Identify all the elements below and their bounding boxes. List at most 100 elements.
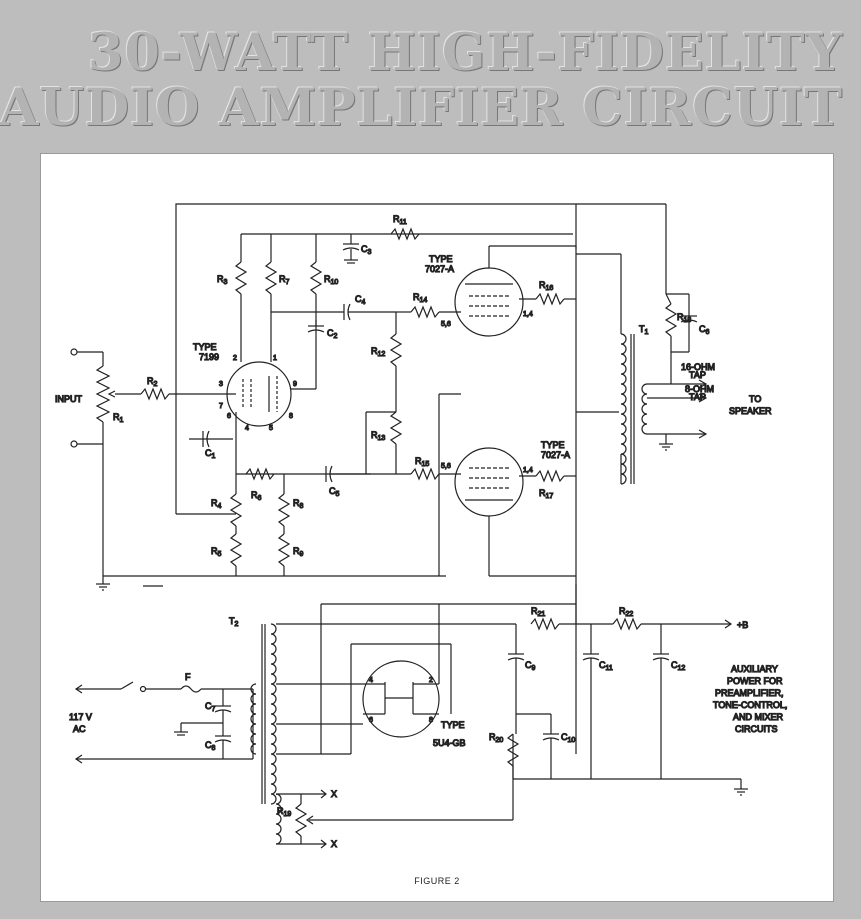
wire	[207, 431, 209, 447]
label-7027a-top: 7027-A	[425, 264, 454, 274]
label-r2: R2	[147, 376, 158, 388]
resistor-r15	[411, 469, 439, 479]
label-8-ohm-tap: TAP	[689, 392, 706, 402]
wire	[699, 394, 706, 402]
label-type-7199: TYPE	[193, 342, 217, 352]
label-t1: T1	[639, 324, 649, 336]
wire	[699, 430, 706, 438]
label-5u4gb: 5U4-GB	[433, 738, 466, 748]
label-r16: R16	[539, 280, 553, 292]
label-f: F	[185, 672, 191, 682]
label-117v: 117 V	[69, 712, 92, 722]
pin-3: 3	[219, 381, 223, 388]
t2-secondary-winding	[271, 624, 276, 804]
resistor-r1	[97, 366, 109, 422]
label-r21: R21	[531, 606, 545, 618]
rect-pin-4: 4	[369, 677, 373, 684]
tube-5u4gb	[363, 661, 439, 737]
label-r12: R12	[371, 346, 385, 358]
feedback-loop-wire	[176, 204, 576, 514]
resistor-r4	[231, 494, 241, 526]
label-8-ohm: 8-OHM	[685, 384, 714, 394]
label-r4: R4	[211, 498, 222, 510]
label-plus-b: +B	[737, 620, 748, 630]
input-label: INPUT	[55, 394, 83, 404]
label-c11: C11	[599, 660, 613, 672]
rect-pin-8: 8	[429, 717, 433, 724]
pin-2: 2	[233, 355, 237, 362]
resistor-r7	[266, 262, 276, 294]
resistor-r21	[531, 619, 559, 629]
pin-1-4-top: 1,4	[523, 311, 533, 318]
label-r1: R1	[113, 412, 124, 424]
resistor-r5	[231, 534, 241, 566]
label-r5: R5	[211, 546, 222, 558]
resistor-r20	[508, 734, 518, 766]
power-switch[interactable]	[121, 682, 133, 689]
resistor-r10	[311, 262, 321, 294]
label-r9: R9	[293, 546, 304, 558]
label-r11: R11	[393, 214, 407, 226]
wire	[321, 790, 326, 798]
pin-6: 6	[227, 413, 231, 420]
label-c1: C1	[205, 448, 216, 460]
label-r17: R17	[539, 488, 553, 500]
input-terminal-bottom	[71, 441, 77, 447]
label-r7: R7	[279, 274, 290, 286]
label-7027a-bottom: 7027-A	[541, 450, 570, 460]
label-r10: R10	[324, 274, 338, 286]
input-terminal-top	[71, 349, 77, 355]
t1-secondary-winding	[642, 384, 647, 434]
fuse	[181, 686, 201, 692]
label-7199: 7199	[199, 352, 219, 362]
resistor-r6	[246, 469, 274, 479]
wire	[308, 330, 324, 332]
r1-wiper-arrow	[109, 391, 115, 397]
pin-7: 7	[219, 403, 223, 410]
plus-b-arrow	[725, 620, 731, 628]
aux-label-6: CIRCUITS	[735, 724, 778, 734]
page-title-line-2: AUDIO AMPLIFIER CIRCUIT	[0, 78, 843, 138]
label-ac: AC	[73, 724, 86, 734]
resistor-r19	[296, 804, 306, 836]
amplifier-schematic: INPUT R1 R2 R3 R7 R10 R11 C3 C4 C2 R14 R…	[54, 154, 788, 850]
wire	[321, 840, 326, 848]
rect-pin-2: 2	[429, 677, 433, 684]
label-t2: T2	[229, 616, 239, 628]
label-r3: R3	[217, 274, 228, 286]
label-x-bottom: X	[331, 839, 337, 849]
pin-1: 1	[273, 355, 277, 362]
aux-label-5: AND MIXER	[733, 712, 784, 722]
label-c6: C6	[699, 324, 710, 336]
rect-pin-6: 6	[369, 717, 373, 724]
resistor-r16	[536, 294, 564, 304]
pin-9: 9	[293, 381, 297, 388]
label-c5: C5	[329, 486, 340, 498]
resistor-r8	[279, 494, 289, 526]
label-c3: C3	[361, 244, 372, 256]
label-x-top: X	[331, 789, 337, 799]
label-r18: R18	[677, 312, 691, 324]
figure-caption: FIGURE 2	[414, 876, 460, 886]
label-r20: R20	[489, 732, 503, 744]
wire	[141, 687, 146, 692]
label-c12: C12	[671, 660, 685, 672]
resistor-r11	[391, 229, 419, 239]
pin-1-4-bottom: 1,4	[523, 467, 533, 474]
aux-label-4: TONE-CONTROL,	[713, 700, 787, 710]
resistor-r12	[391, 334, 401, 366]
wire	[76, 755, 82, 763]
label-c9: C9	[525, 660, 536, 672]
label-r19: R19	[277, 806, 291, 818]
label-r8: R8	[293, 498, 304, 510]
label-r22: R22	[619, 606, 633, 618]
resistor-r3	[236, 262, 246, 294]
resistor-r2	[141, 389, 169, 399]
resistor-r9	[279, 534, 289, 566]
pin-5: 5	[269, 425, 273, 432]
aux-label-1: AUXILIARY	[731, 664, 778, 674]
wire	[307, 816, 313, 824]
resistor-r14	[411, 307, 439, 317]
pin-5-6-bottom: 5,6	[441, 463, 451, 470]
label-c4: C4	[355, 294, 366, 306]
